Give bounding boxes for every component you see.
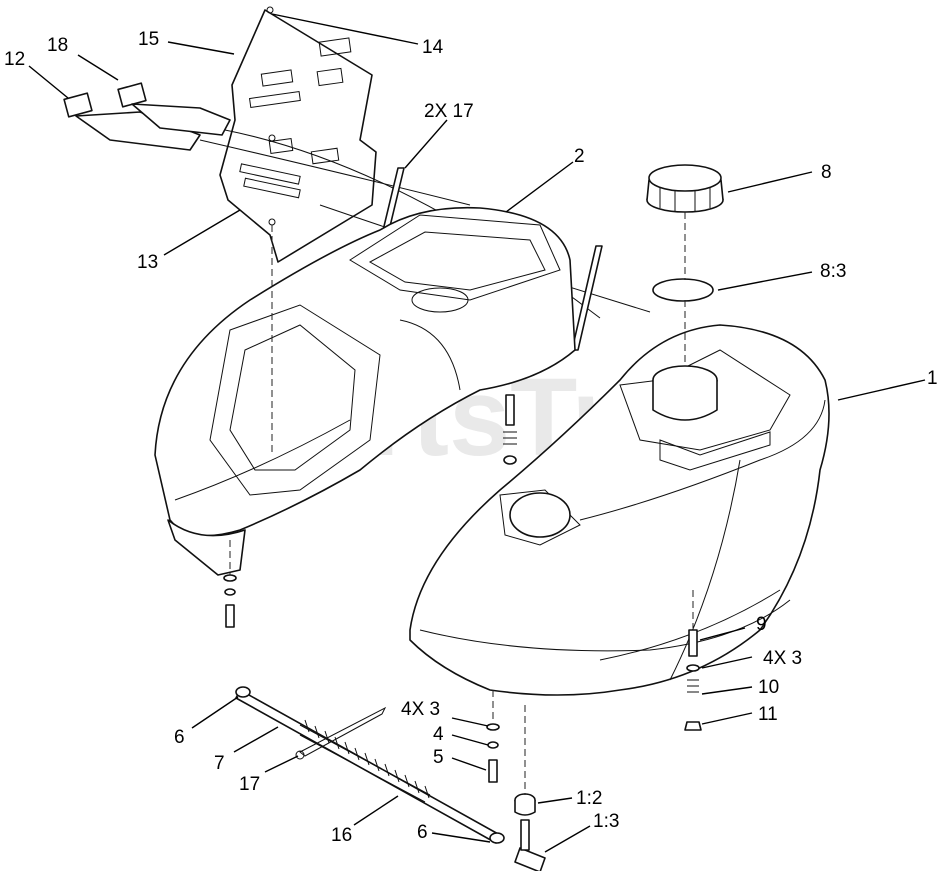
callout-6-left: 6	[174, 727, 185, 748]
callout-labels: 12 18 15 14 2X 17 2 13 8 8:3 1 9 4X 3 10…	[4, 29, 938, 846]
callout-11: 11	[758, 704, 778, 725]
callout-12: 12	[4, 49, 25, 70]
fuel-cap	[646, 164, 724, 213]
callout-14: 14	[422, 37, 444, 58]
callout-4: 4	[433, 724, 444, 745]
callout-5: 5	[433, 747, 444, 768]
leader-lines	[28, 13, 926, 853]
callout-7: 7	[214, 753, 225, 774]
hardware-center	[503, 394, 517, 465]
fuel-line-assembly	[235, 686, 505, 844]
control-cables	[63, 82, 651, 319]
callout-4x3-right: 4X 3	[763, 648, 802, 669]
fuel-cap-gasket	[652, 278, 714, 302]
cable-tie-right	[571, 245, 603, 351]
callout-15: 15	[138, 29, 159, 50]
control-panel-plate	[219, 6, 377, 263]
hardware-stack-9-10-11	[684, 629, 702, 731]
callout-1-3: 1:3	[593, 811, 619, 832]
callout-1-2: 1:2	[576, 788, 602, 809]
callout-18: 18	[47, 35, 68, 56]
fuel-shutoff-valve	[514, 793, 546, 871]
callout-10: 10	[758, 677, 779, 698]
fuel-tank	[409, 324, 830, 696]
left-fender-pod	[154, 206, 576, 576]
callout-4x3-left: 4X 3	[401, 699, 440, 720]
hardware-left	[223, 574, 237, 628]
callout-8-3: 8:3	[820, 261, 846, 282]
callout-9: 9	[756, 614, 767, 635]
callout-13: 13	[137, 252, 158, 273]
callout-16: 16	[331, 825, 352, 846]
callout-17: 17	[239, 774, 260, 795]
callout-1: 1	[927, 368, 938, 389]
callout-2x17: 2X 17	[424, 101, 474, 122]
hardware-stack-4x3-4-5	[486, 723, 500, 783]
callout-2: 2	[574, 146, 585, 167]
callout-8: 8	[821, 162, 832, 183]
callout-6-bottom: 6	[417, 822, 428, 843]
